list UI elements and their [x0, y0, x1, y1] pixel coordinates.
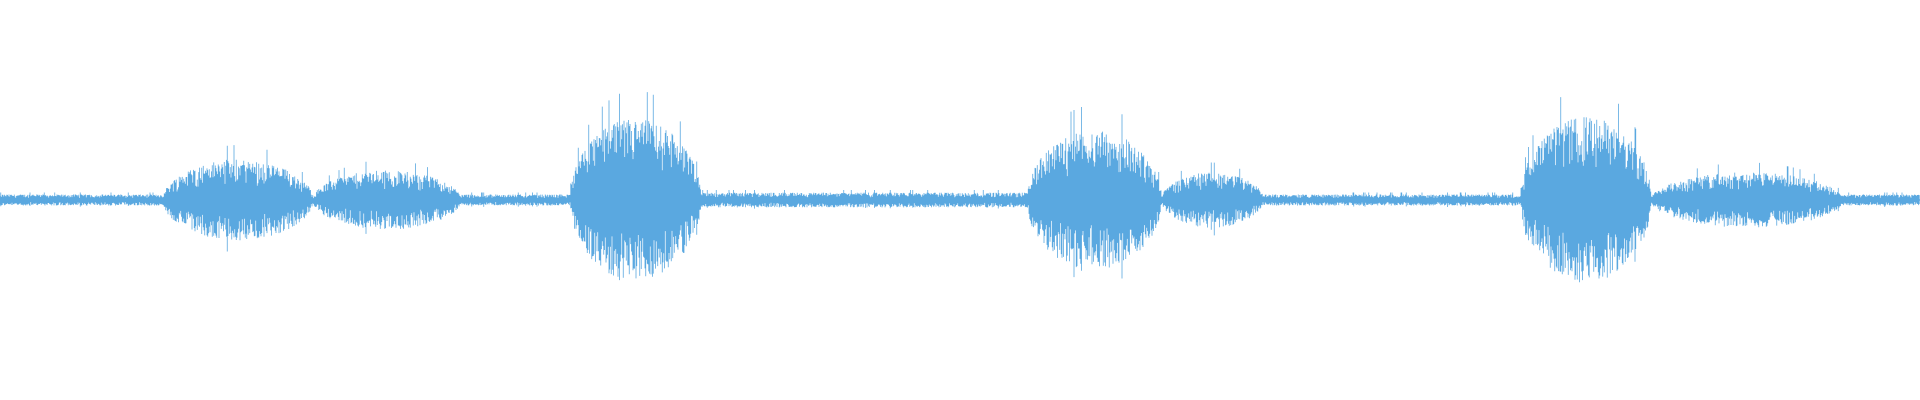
- waveform-samples: [0, 92, 1920, 283]
- waveform-trace: [0, 92, 1920, 283]
